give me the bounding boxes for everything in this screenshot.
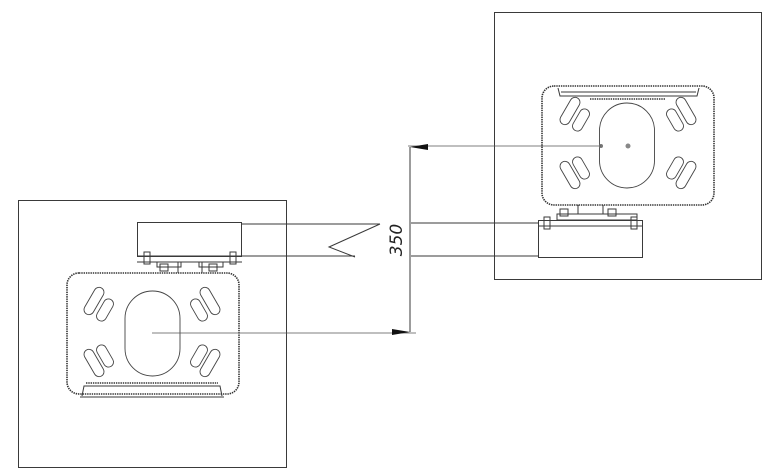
left-mount-frame	[18, 200, 287, 468]
bolt-icon	[559, 208, 569, 217]
bolt-icon	[630, 216, 638, 230]
right-device	[541, 85, 715, 206]
bolt-icon	[159, 263, 169, 272]
vent-slots	[559, 96, 697, 190]
bolt-icon	[543, 216, 551, 230]
bolt-icon	[143, 251, 151, 265]
bolt-icon	[229, 251, 237, 265]
right-bracket	[538, 205, 643, 258]
bolt-icon	[208, 263, 218, 272]
vent-slots	[83, 286, 221, 378]
bolt-icon	[607, 208, 617, 217]
dimension-label: 350	[387, 224, 407, 256]
center-oval	[124, 290, 181, 377]
beam-right-segment	[411, 222, 538, 257]
left-device	[66, 272, 240, 398]
beam-left-segment	[242, 223, 381, 258]
left-bracket	[137, 222, 242, 273]
center-point-icon	[625, 143, 631, 149]
